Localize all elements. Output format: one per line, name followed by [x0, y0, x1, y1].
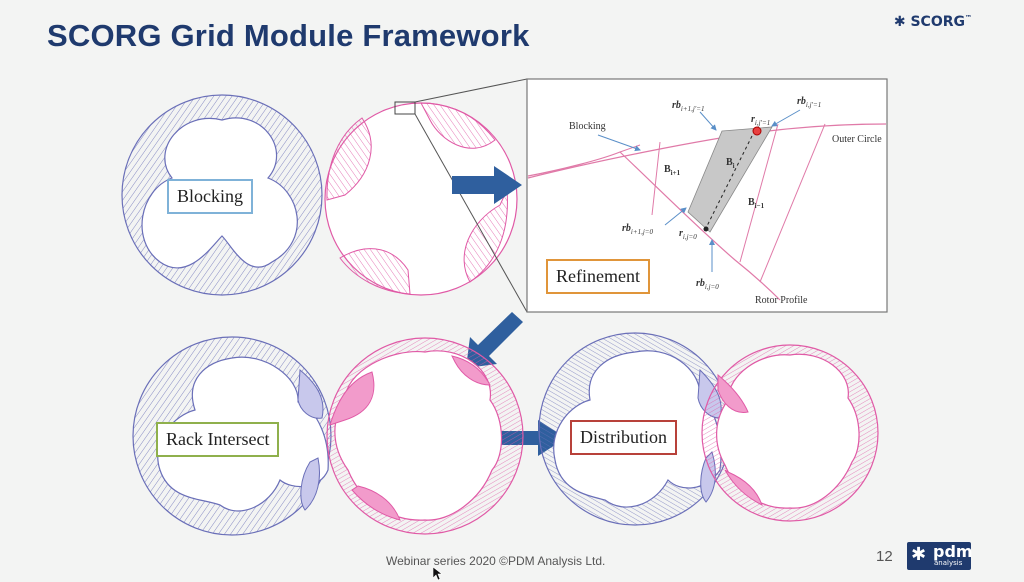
point-r-bottom — [703, 226, 709, 232]
pdm-logo: ✱ pdm analysis — [907, 542, 973, 570]
label-blocking: Blocking — [167, 179, 253, 214]
label-rack-intersect: Rack Intersect — [156, 422, 280, 457]
pdm-logo-text: pdm — [933, 542, 973, 561]
detail-inset: Blocking Outer Circle Rotor Profile Bi+1… — [526, 78, 888, 313]
label-rb-bottom: rbi,j=0 — [696, 278, 719, 291]
scorg-logo-text: SCORG — [910, 14, 965, 30]
pdm-star-icon: ✱ — [911, 544, 927, 565]
inset-outer-circle-label: Outer Circle — [832, 134, 882, 145]
scorg-logo: ✱ SCORG™ — [894, 14, 972, 30]
label-distribution: Distribution — [570, 420, 678, 455]
pdm-logo-subtext: analysis — [934, 559, 963, 567]
refinement-rotor — [324, 101, 518, 296]
trademark: ™ — [965, 14, 972, 22]
zoom-line-bottom — [414, 113, 528, 313]
point-r-top — [752, 126, 762, 136]
slide-title: SCORG Grid Module Framework — [47, 18, 530, 53]
label-b-i-minus-1: Bi−1 — [748, 197, 765, 210]
mouse-cursor-icon — [433, 567, 443, 581]
footer-text: Webinar series 2020 ©PDM Analysis Ltd. — [386, 554, 606, 568]
zoom-line-top — [414, 78, 528, 103]
star-icon: ✱ — [893, 14, 906, 30]
label-refinement: Refinement — [546, 259, 650, 294]
label-b-i: Bi — [726, 157, 735, 170]
distribution-pink-rotor — [701, 344, 879, 522]
label-rb-mid-left: rbi+1,j=0 — [622, 223, 653, 236]
label-rb-top-right: rbi,j'=1 — [797, 96, 821, 109]
arrow-down-left — [466, 312, 523, 368]
inset-blocking-label: Blocking — [569, 121, 606, 132]
page-number: 12 — [876, 548, 893, 565]
label-r-bottom: ri,j=0 — [679, 228, 697, 241]
label-b-i-plus-1: Bi+1 — [664, 164, 681, 177]
arrow-right-top — [452, 166, 522, 204]
rack-intersect-pink-rotor — [326, 337, 524, 535]
label-rb-top-left: rbi+1,j'=1 — [672, 100, 705, 113]
label-r-top: ri,j'=1 — [751, 114, 770, 127]
inset-rotor-profile-label: Rotor Profile — [755, 295, 808, 306]
